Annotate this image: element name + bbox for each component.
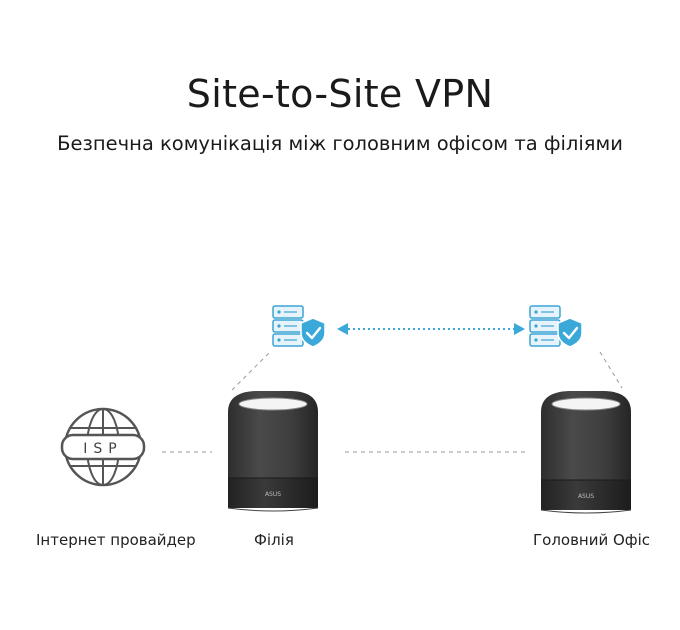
branch-server-link xyxy=(231,351,271,391)
branch-label: Філія xyxy=(254,531,294,549)
hq-server-link xyxy=(599,351,623,389)
router-icon: ASUS xyxy=(227,391,319,512)
hq-label: Головний Офіс xyxy=(533,531,651,549)
double-arrow-icon xyxy=(337,323,525,335)
server-shield-icon xyxy=(529,305,583,348)
isp-globe-icon: ISP xyxy=(60,407,146,487)
page-subtitle: Безпечна комунікація між головним офісом… xyxy=(57,132,623,155)
page-title: Site-to-Site VPN xyxy=(186,72,494,116)
router-brand: ASUS xyxy=(578,493,594,500)
server-shield-icon xyxy=(272,305,326,348)
router-icon: ASUS xyxy=(540,391,632,514)
isp-globe-text: ISP xyxy=(83,441,122,457)
router-brand: ASUS xyxy=(265,491,281,498)
isp-label: Інтернет провайдер xyxy=(36,531,196,549)
